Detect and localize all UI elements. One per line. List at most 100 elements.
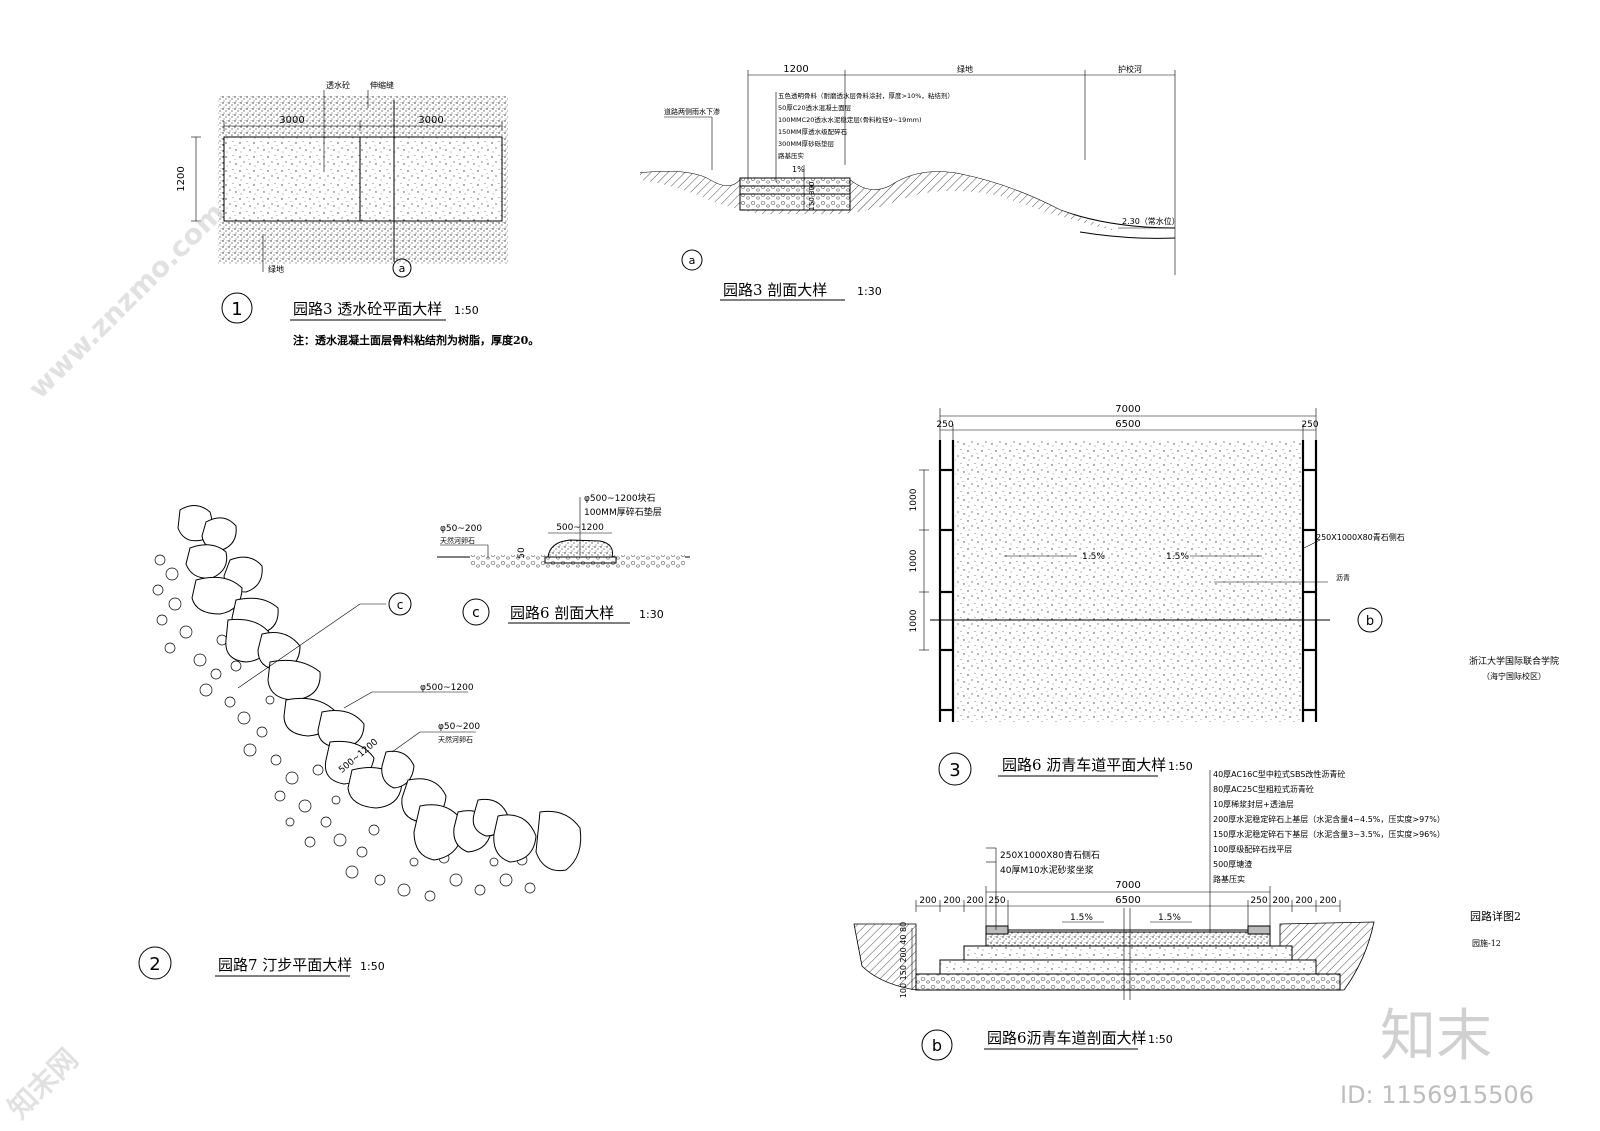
layer-2: 80厚AC25C型粗粒式沥青砼 [1213,784,1314,794]
dim-row-1: 1000 [909,488,919,511]
layer-1: 五色透明骨料（耐磨透水层骨料涂封，厚度>10%，粘结剂） [778,91,954,100]
slope: 1% [792,165,805,174]
layer-1: 40厚AC16C型中粒式SBS改性沥青砼 [1213,769,1345,779]
section-marker-b: b [1366,614,1374,629]
curb-right [1247,925,1271,935]
detail-2-title: 园路7 汀步平面大样 [218,956,352,974]
title-block: 浙江大学国际联合学院 （海宁国际校区） 园路详图2 园施-12 [1469,655,1559,948]
label-green: 绿地 [268,264,284,274]
layer-6: 100厚级配碎石找平层 [1213,844,1292,854]
section-marker-a: a [689,254,696,267]
dim-row-3: 1000 [909,609,919,632]
dim-row-2: 1000 [909,549,919,572]
asphalt-area [955,440,1301,722]
ground-fill [640,171,1120,232]
dim-left-1: 200 [919,896,936,906]
label-curb: 250X1000X80青石侧石 [1000,849,1100,861]
detail-3-plan: 7000 250 6500 250 1000 1000 1000 1.5% 1.… [909,404,1405,786]
sheet-title: 园路详图2 [1470,909,1521,923]
label-green: 绿地 [957,64,973,74]
dim-right: 250 [1301,420,1318,430]
label-stone: φ500~1200 [420,683,474,693]
detail-1-note: 注：透水混凝土面层骨料粘结剂为树脂，厚度20。 [293,333,539,347]
layer-3: 100MMC20透水水泥稳定层(骨料粒径9~19mm) [778,115,922,124]
detail-1-title: 园路3 透水砼平面大样 [293,300,442,318]
dim-height: 1200 [176,166,187,191]
layer-7: 500厚塘渣 [1213,859,1252,869]
watermarks: www.znzmo.com 知末网 [2,196,231,1125]
detail-c-section: 500~1200 φ500~1200块石 100MM厚碎石垫层 φ50~200 … [437,492,690,626]
curb-ticks [940,468,1316,712]
dim-left-2: 200 [943,896,960,906]
layer-base-lower [939,959,1317,975]
dim-total: 7000 [1115,880,1140,891]
sheet-number: 园施-12 [1472,938,1501,948]
dim-right-2: 200 [1272,896,1289,906]
dim-left-4: 250 [988,896,1005,906]
layer-4: 150MM厚透水级配碎石 [778,127,848,136]
dim-left: 250 [936,420,953,430]
dim-total: 7000 [1115,404,1140,415]
layer-subbase [915,973,1341,991]
layer-asphalt [985,931,1271,947]
institution-name: 浙江大学国际联合学院 [1469,655,1559,667]
detail-a-scale: 1:30 [857,285,882,298]
detail-3-badge: 3 [949,760,960,781]
label-material: 透水砼 [326,80,350,90]
label-joint: 伸缩缝 [370,80,394,90]
layer-base-upper [963,945,1293,961]
layer-5: 150厚水泥稳定碎石下基层（水泥含量3~3.5%，压实度>96%） [1213,829,1445,839]
section-marker-c: c [472,605,480,621]
watermark-id: ID: 1156915506 [1340,1081,1534,1109]
dim-mid: 6500 [1115,895,1140,906]
dim-h: 50 [517,547,527,559]
detail-c-scale: 1:30 [639,608,664,621]
detail-2-scale: 1:50 [360,960,385,973]
detail-2-plan: c φ500~1200 φ50~200 天然河卵石 500~1200 2 园路7… [138,505,582,980]
detail-2-badge: 2 [149,954,160,975]
label-pebble: 天然河卵石 [438,735,473,744]
section-marker-a: a [399,262,406,275]
dim-right-3: 200 [1295,896,1312,906]
slope-right: 1.5% [1166,552,1189,562]
dim-right: 3000 [418,115,443,126]
curb-left [985,925,1009,935]
slope-left: 1.5% [1082,552,1105,562]
layer-5: 300MM厚砂砾垫层 [778,139,835,148]
label-curb: 250X1000X80青石侧石 [1316,532,1405,542]
dim-depth: 150 300 [808,182,816,211]
gravel-bed [470,555,685,569]
detail-c-title: 园路6 剖面大样 [510,604,614,622]
detail-3-title: 园路6 沥青车道平面大样 [1002,756,1166,774]
detail-b-scale: 1:50 [1148,1033,1173,1046]
label-pebble: 天然河卵石 [440,536,475,545]
dim-right-1: 250 [1250,896,1267,906]
watermark-site-cn: 知末网 [2,1042,85,1125]
section-marker-c: c [397,598,404,612]
label-gravel: 100MM厚碎石垫层 [584,506,662,518]
slope-right: 1.5% [1158,913,1181,923]
dim-left-3: 200 [966,896,983,906]
layer-callouts: 五色透明骨料（耐磨透水层骨料涂封，厚度>10%，粘结剂） 50厚C20透水混凝土… [775,91,954,182]
dim-mid: 6500 [1115,419,1140,430]
label-pebble-size: φ50~200 [438,722,480,732]
detail-b-title: 园路6沥青车道剖面大样 [987,1029,1147,1047]
label-asphalt: 沥青 [1336,573,1350,582]
slope-left: 1.5% [1070,913,1093,923]
label-stone: φ500~1200块石 [584,492,656,504]
layer-3: 10厚稀浆封层+透油层 [1213,799,1294,809]
watermark-logo: 知末 [1380,1004,1492,1069]
label-drain: 道路两侧雨水下渗 [664,107,720,116]
layer-4: 200厚水泥稳定碎石上基层（水泥含量4~4.5%，压实度>97%） [1213,814,1445,824]
dim-right-4: 200 [1319,896,1336,906]
detail-3-scale: 1:50 [1168,760,1193,773]
stepping-stones [177,505,582,872]
plan-paving-area [223,136,503,222]
label-pebble-size: φ50~200 [440,524,482,534]
detail-a-section: 1200 绿地 护校河 道路两侧雨水下渗 五色透明骨料（耐磨透水层骨料涂封，厚度… [639,64,1180,301]
dim-top: 1200 [783,64,808,75]
detail-1-plan: 3000 3000 1200 透水砼 伸缩缝 绿地 a 1 园路3 透水砼平面大… [176,80,539,347]
detail-a-title: 园路3 剖面大样 [723,281,827,299]
label-river: 护校河 [1118,64,1142,74]
